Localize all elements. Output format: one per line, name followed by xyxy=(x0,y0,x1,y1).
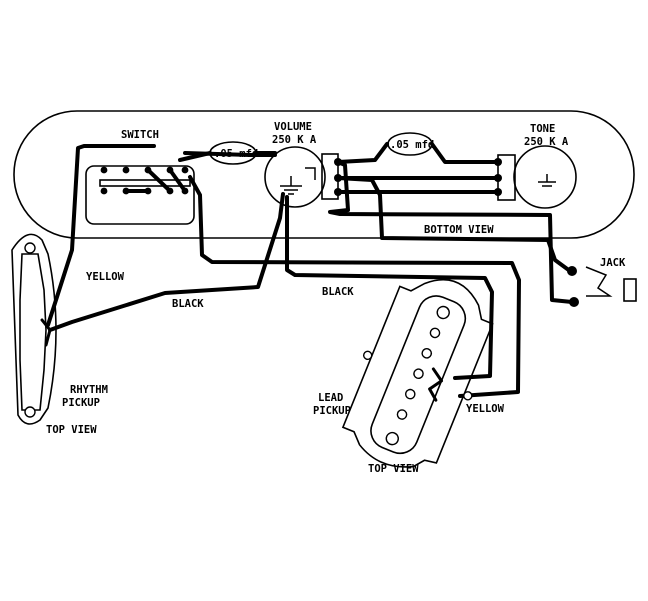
volume-pot xyxy=(264,146,342,208)
switch-jumpers xyxy=(124,168,187,193)
jack-ground-wire xyxy=(328,160,574,304)
wires xyxy=(46,142,574,398)
label-switch: SWITCH xyxy=(121,129,159,141)
switch-lug xyxy=(100,187,108,195)
label-lead-pickup: PICKUP xyxy=(313,405,351,417)
output-jack xyxy=(567,266,637,307)
switch xyxy=(85,165,195,225)
label-capacitor-1: .05 mfd xyxy=(214,148,258,160)
label-lead: LEAD xyxy=(318,392,343,404)
label-black-1: BLACK xyxy=(172,298,204,310)
cap2-lead-2 xyxy=(430,142,500,164)
label-capacitor-2: .05 mfd xyxy=(390,139,434,151)
switch-lug xyxy=(122,166,130,174)
cap1-lead xyxy=(178,151,212,162)
label-black-2: BLACK xyxy=(322,286,354,298)
label-tone-value: 250 K A xyxy=(524,136,569,148)
label-yellow-2: YELLOW xyxy=(466,403,505,415)
rhythm-black-wire xyxy=(48,192,285,332)
lead-yellow-wire xyxy=(188,175,521,398)
label-volume: VOLUME xyxy=(274,121,312,133)
switch-lug xyxy=(100,166,108,174)
rhythm-pickup xyxy=(11,233,57,425)
volume-black-wire xyxy=(285,195,494,380)
label-jack: JACK xyxy=(600,257,626,269)
label-top-view-1: TOP VIEW xyxy=(46,424,97,436)
switch-body xyxy=(85,165,195,225)
volume-jack-wire xyxy=(336,176,572,273)
label-bottom-view: BOTTOM VIEW xyxy=(424,224,494,236)
cap2-lead xyxy=(336,142,389,164)
label-volume-value: 250 K A xyxy=(272,134,317,146)
control-plate xyxy=(13,110,635,239)
labels: SWITCH VOLUME 250 K A TONE 250 K A .05 m… xyxy=(46,121,626,475)
label-tone: TONE xyxy=(530,123,555,135)
rhythm-yellow-wire xyxy=(46,144,156,327)
label-yellow-1: YELLOW xyxy=(86,271,125,283)
label-rhythm-pickup: PICKUP xyxy=(62,397,100,409)
tone-pot xyxy=(494,145,577,209)
lead-pickup xyxy=(341,279,494,468)
switch-lug xyxy=(181,166,189,174)
label-top-view-2: TOP VIEW xyxy=(368,463,419,475)
switch-bar xyxy=(99,179,191,187)
capacitor-1 xyxy=(209,141,257,165)
capacitor-2 xyxy=(387,132,433,156)
label-rhythm: RHYTHM xyxy=(70,384,108,396)
